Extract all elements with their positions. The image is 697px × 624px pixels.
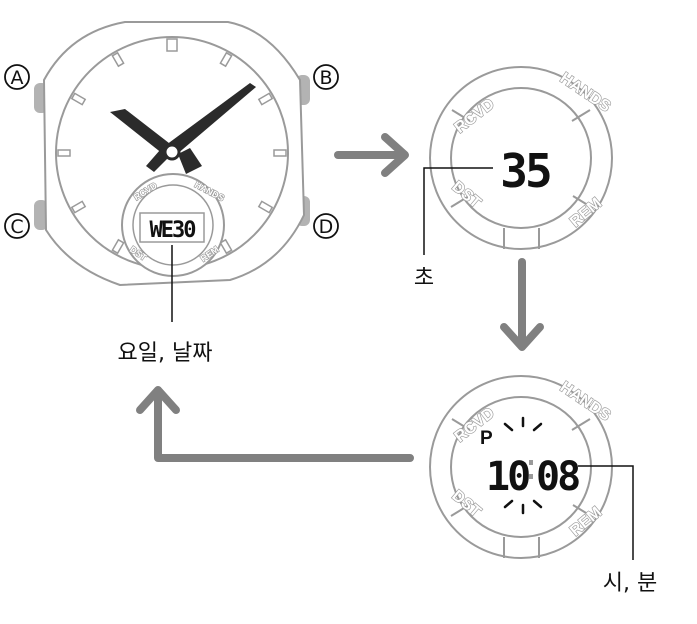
hour-marker <box>57 149 71 157</box>
main-lcd-day-date: WE30 <box>150 218 196 243</box>
seconds-leader <box>423 167 493 255</box>
hour-marker <box>166 38 178 52</box>
hour-hand <box>110 109 178 158</box>
button-d-label: D <box>313 213 339 239</box>
hour-marker <box>70 92 87 106</box>
minute-hand <box>166 83 256 155</box>
minute-value: 08 <box>536 454 579 500</box>
pm-indicator: P <box>480 428 493 449</box>
arrow-to-seconds <box>334 133 409 177</box>
svg-text:A: A <box>11 67 24 89</box>
hour-marker <box>111 238 125 255</box>
button-c-pusher[interactable] <box>34 200 48 230</box>
seconds-display: RCVD HANDS DST REM 35 <box>429 66 614 250</box>
svg-text:B: B <box>319 67 332 89</box>
hour-markers <box>57 38 287 255</box>
day-date-caption: 요일, 날짜 <box>118 341 213 366</box>
hour-marker <box>257 92 274 106</box>
hour-minute-caption: 시, 분 <box>603 571 657 596</box>
hour-marker <box>219 51 233 68</box>
hand-counterweight <box>178 148 202 174</box>
flash-marks <box>503 416 543 515</box>
arrow-back-to-main <box>136 386 414 462</box>
hour-value: 10 <box>486 454 529 500</box>
svg-text:C: C <box>10 216 23 238</box>
arrow-to-time <box>500 258 544 351</box>
seconds-caption: 초 <box>414 266 434 291</box>
hour-minute-leader <box>578 465 634 560</box>
button-a-label: A <box>4 64 30 90</box>
button-b-label: B <box>313 64 339 90</box>
second-hand-tail <box>146 150 168 172</box>
hour-marker <box>70 200 87 214</box>
seconds-value: 35 <box>500 144 550 198</box>
hour-marker <box>273 149 287 157</box>
hand-pivot <box>163 143 181 161</box>
hour-marker <box>111 51 125 68</box>
main-lcd-window <box>139 212 205 243</box>
colon-bottom <box>529 474 533 479</box>
colon-top <box>529 460 533 465</box>
analog-watch: RCVD HANDS DST REM WE30 <box>34 21 310 322</box>
hour-marker <box>219 238 233 255</box>
time-display: RCVD HANDS DST REM P 10 08 <box>429 375 614 559</box>
button-c-label: C <box>4 213 30 239</box>
svg-text:D: D <box>319 216 334 238</box>
hour-marker <box>257 200 274 214</box>
